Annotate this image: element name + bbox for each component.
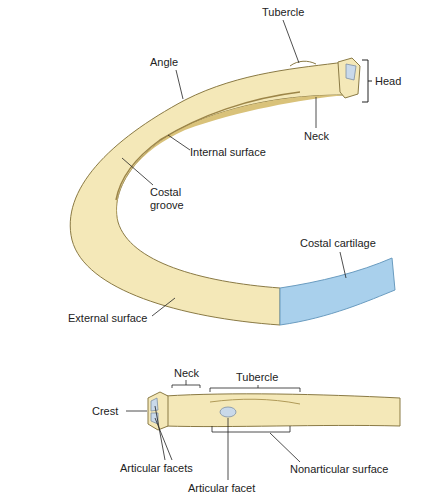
part-label: Costal groove (150, 186, 198, 212)
part-label: Nonarticular surface (290, 463, 388, 476)
part-label: Internal surface (190, 146, 266, 159)
part-label: Head (375, 75, 401, 88)
part-label: Costal cartilage (300, 237, 376, 250)
part-label: Crest (92, 405, 118, 418)
part-label: Tubercle (236, 371, 278, 384)
part-label: External surface (68, 312, 147, 325)
part-label: Articular facets (120, 462, 193, 475)
part-label: Neck (174, 367, 199, 380)
part-label: Neck (304, 130, 329, 143)
part-label: Angle (150, 56, 178, 69)
part-label: Articular facet (188, 482, 255, 495)
part-label: Tubercle (262, 6, 304, 19)
